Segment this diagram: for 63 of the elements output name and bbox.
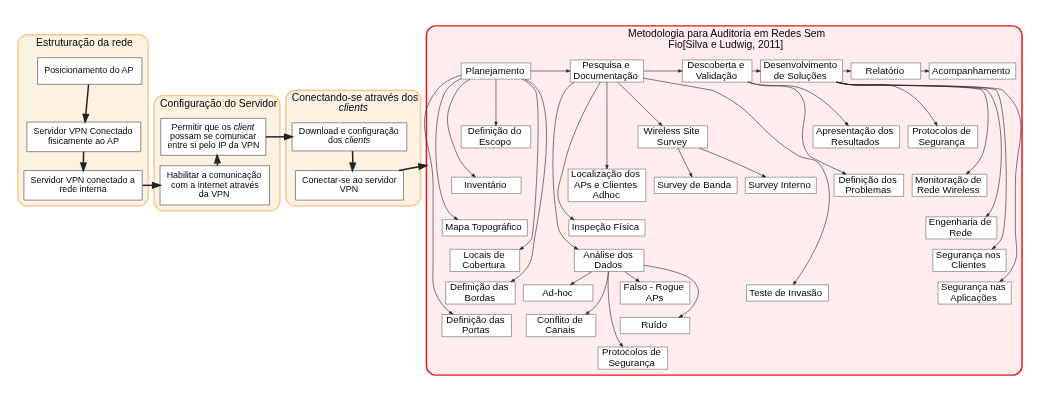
arrow	[557, 81, 601, 220]
node-box: Definição das Bordas	[444, 281, 515, 305]
node-box: Segurança nas Aplicações	[937, 281, 1012, 305]
node-box: Engenharia de Rede	[925, 216, 997, 240]
arrow	[397, 163, 429, 172]
arrow	[446, 78, 476, 178]
arrow	[584, 271, 609, 315]
node-box: Inventário	[450, 176, 521, 194]
node-box: Segurança nos Clientes	[932, 249, 1006, 272]
node-box: Habilitar a comunicação com a internet através da VPN	[159, 165, 270, 206]
arrow	[919, 69, 929, 73]
node-box: Ad-hoc	[522, 284, 593, 302]
node-box: Apresentação dos Resultados	[812, 125, 900, 149]
arrow	[81, 83, 89, 125]
arrow	[510, 78, 547, 283]
arrow	[552, 81, 578, 250]
arrow	[518, 78, 538, 250]
node-box: Análise dos Dados	[573, 249, 644, 272]
node-box: Monitoração de Rede Wireless	[911, 173, 987, 197]
node-box: Survey de Banda	[653, 176, 737, 194]
arrow	[493, 79, 498, 127]
node-box: Falso - Rogue APs	[619, 281, 690, 305]
arrow	[677, 147, 692, 178]
arrow	[607, 271, 623, 348]
node-box: Localização dos APs e Clientes Adhoc	[567, 168, 646, 202]
node-box: Posicionamento do AP	[36, 57, 142, 85]
arrow	[623, 271, 640, 283]
node-box: Servidor VPN Conectado fisicamente ao AP	[25, 121, 141, 153]
arrow	[642, 77, 830, 286]
node-box: Inspeção Física	[568, 219, 645, 237]
node-box: Definição das Portas	[441, 314, 512, 337]
node-box: Permitir que os client possam se comunicar entre si pelo IP da VPN	[159, 118, 266, 156]
node-box: Ruído	[619, 317, 690, 334]
arrow	[617, 82, 662, 126]
node-box: Planejamento	[460, 62, 531, 80]
node-box: Mapa Topográfico	[441, 219, 528, 237]
node-box: Acompanhamento	[928, 62, 1016, 80]
node-box: Desenvolvimento de Soluções	[759, 59, 843, 83]
arrow	[751, 69, 761, 73]
arrow	[435, 78, 461, 220]
arrow	[423, 75, 461, 315]
node-box: Relatório	[850, 62, 921, 80]
node-box: Wireless Site Survey	[637, 125, 708, 149]
arrow	[698, 147, 766, 178]
arrow	[264, 133, 294, 141]
arrow	[747, 81, 847, 175]
arrow	[642, 69, 682, 73]
arrow	[841, 69, 851, 73]
node-box: Locais de Cobertura	[449, 249, 520, 272]
node-box: Conflito de Canais	[525, 314, 596, 337]
arrow	[530, 69, 570, 73]
arrow	[569, 271, 592, 286]
node-box: Definição do Escopo	[460, 125, 531, 149]
arrow	[604, 81, 609, 170]
node-box: Protocolos de Segurança	[907, 125, 978, 149]
node-box: Servidor VPN conectado a rede interna	[23, 170, 143, 201]
node-box: Conectar-se ao servidor VPN	[294, 170, 404, 201]
node-box: Pesquisa e Documentação	[569, 59, 644, 83]
node-box: Download e configuração dos clients	[291, 122, 407, 152]
node-box: Descoberta e Validação	[681, 59, 752, 83]
node-box: Teste de Invasão	[745, 284, 829, 302]
node-box: Protocolos de Segurança	[597, 346, 668, 370]
arrow	[643, 264, 699, 318]
